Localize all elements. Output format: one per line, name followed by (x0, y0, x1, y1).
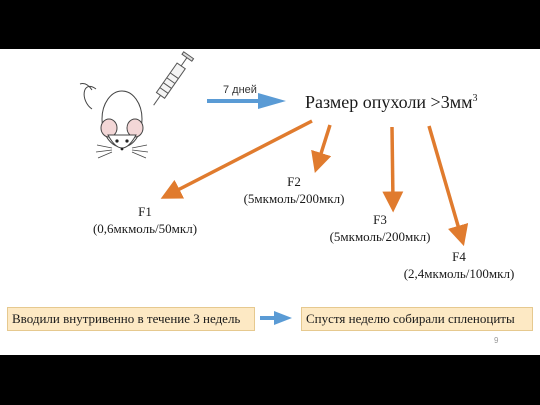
group-f1: F1 (0,6мкмоль/50мкл) (90, 203, 200, 237)
group-f4-name: F4 (452, 249, 466, 264)
orange-arrow-f3 (382, 126, 404, 213)
cubic-superscript: 3 (472, 93, 478, 104)
group-f1-dose: (0,6мкмоль/50мкл) (92, 221, 198, 236)
orange-arrow-f2 (311, 124, 332, 174)
slide: 7 дней Размер опухоли >3мм3 F1 (0,6мкмол… (0, 49, 540, 355)
collection-box: Спустя неделю собирали спленоциты (301, 307, 533, 331)
tumor-size-label: Размер опухоли >3мм3 (305, 92, 478, 112)
syringe-icon (153, 51, 195, 106)
group-f2-dose: (5мкмоль/200мкл) (243, 191, 345, 206)
group-f1-name: F1 (138, 204, 152, 219)
diagram-canvas (79, 51, 469, 325)
group-f3: F3 (5мкмоль/200мкл) (322, 211, 438, 245)
administration-box: Вводили внутривенно в течение 3 недель (7, 307, 255, 331)
blue-arrow-7-days (207, 93, 286, 109)
mouse-icon (79, 83, 149, 159)
orange-arrow-f1 (160, 119, 313, 199)
group-f2: F2 (5мкмоль/200мкл) (235, 173, 353, 207)
group-f4-dose: (2,4мкмоль/100мкл) (403, 266, 515, 281)
blue-arrow-bottom (260, 311, 292, 325)
group-f2-name: F2 (287, 174, 301, 189)
orange-arrow-f4 (427, 125, 469, 247)
page-number: 9 (494, 336, 499, 345)
group-f3-dose: (5мкмоль/200мкл) (329, 229, 431, 244)
duration-label: 7 дней (223, 84, 257, 96)
group-f4: F4 (2,4мкмоль/100мкл) (398, 248, 520, 282)
group-f3-name: F3 (373, 212, 387, 227)
